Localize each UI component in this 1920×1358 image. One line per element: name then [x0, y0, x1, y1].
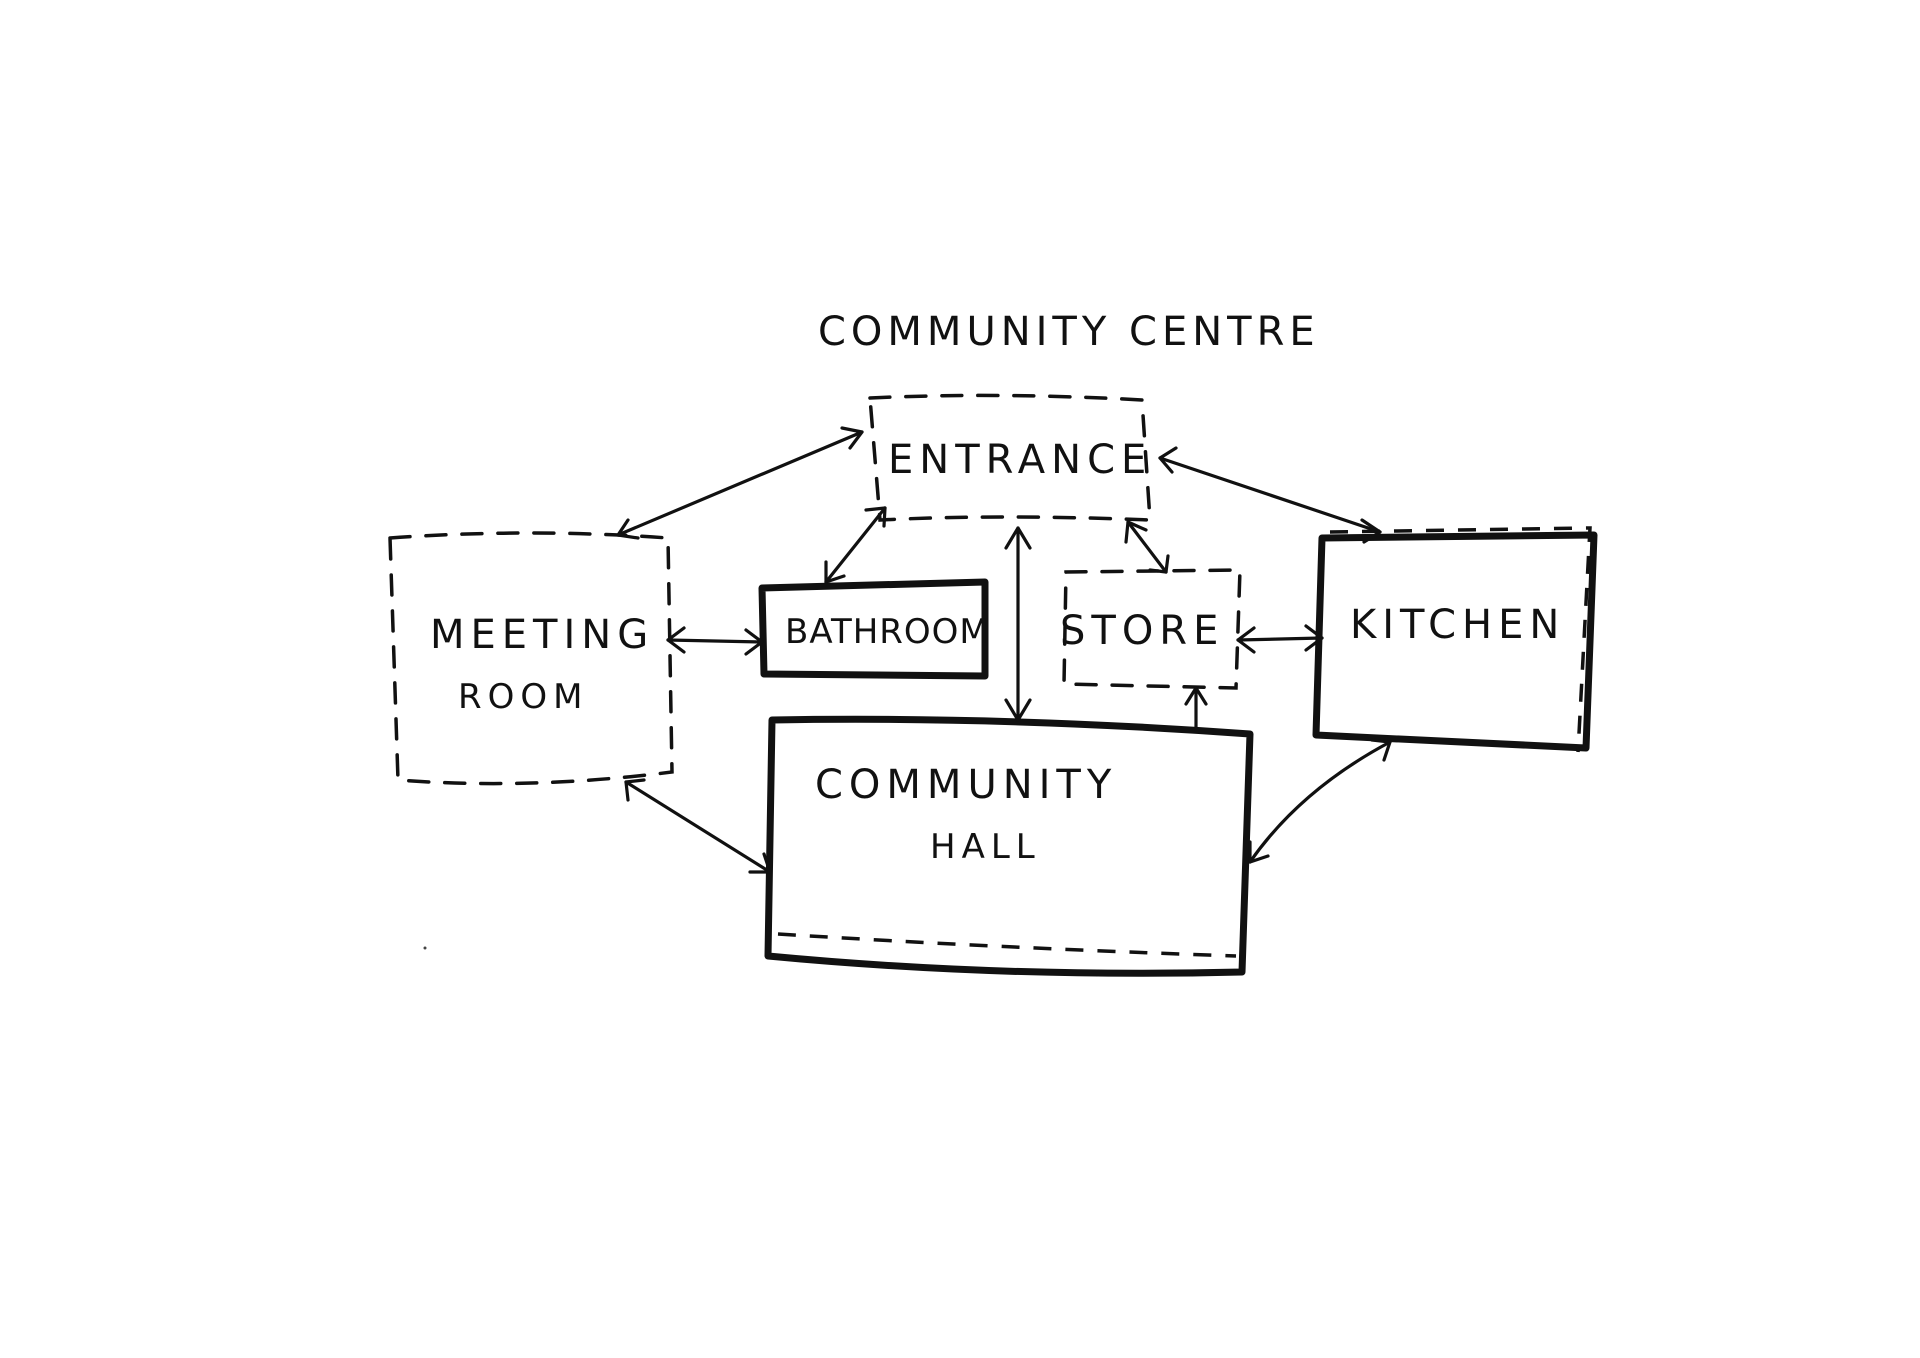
arrowhead	[748, 852, 772, 874]
kitchen-dashed-edge	[1329, 526, 1592, 753]
entrance-label: ENTRANCE	[888, 437, 1152, 483]
arrowhead	[1184, 686, 1208, 706]
arrowhead	[666, 626, 686, 654]
arrowhead	[1360, 518, 1382, 544]
link-meeting-hall	[624, 780, 772, 874]
bathroom-label: BATHROOM	[785, 612, 990, 652]
community-hall-label-line1: COMMUNITY	[815, 762, 1117, 808]
entrance-outline	[868, 393, 1152, 522]
arrowhead	[1124, 520, 1148, 544]
kitchen-label: KITCHEN	[1350, 602, 1565, 648]
link-entrance-store	[1126, 520, 1168, 574]
room-community-hall: COMMUNITY HALL	[764, 715, 1254, 977]
arrowhead	[616, 518, 640, 540]
community-hall-outline	[764, 715, 1254, 977]
arrowhead	[1004, 698, 1032, 722]
link-meeting-bathroom	[666, 638, 764, 644]
link-entrance-kitchen	[1158, 456, 1382, 534]
link-kitchen-hall	[1248, 740, 1392, 864]
kitchen-outline	[1312, 531, 1598, 752]
link-store-kitchen	[1236, 636, 1324, 642]
link-entrance-meeting	[616, 430, 864, 537]
room-kitchen: KITCHEN	[1312, 526, 1598, 753]
meeting-room-label-line1: MEETING	[430, 612, 654, 658]
arrowhead	[840, 426, 864, 450]
arrowhead	[1148, 554, 1170, 574]
meeting-room-label-line2: ROOM	[458, 677, 588, 717]
arrowhead	[824, 560, 846, 584]
diagram-title: COMMUNITY CENTRE	[818, 309, 1320, 355]
arrowhead	[1248, 840, 1270, 864]
link-entrance-bathroom	[824, 506, 887, 584]
arrowhead	[624, 778, 646, 802]
community-hall-dashed-edge	[777, 932, 1237, 958]
arrowhead	[1158, 446, 1178, 474]
store-label: STORE	[1060, 608, 1224, 654]
room-entrance: ENTRANCE	[868, 393, 1152, 522]
pen-dot	[423, 946, 427, 950]
store-outline	[1062, 568, 1242, 690]
arrowhead	[744, 628, 764, 656]
meeting-room-outline	[388, 531, 674, 786]
connectors	[616, 426, 1392, 874]
community-hall-label-line2: HALL	[930, 827, 1041, 867]
room-store: STORE	[1060, 568, 1242, 690]
room-meeting: MEETING ROOM	[388, 531, 674, 786]
arrowhead	[1304, 624, 1324, 652]
arrowhead	[864, 506, 887, 528]
arrowhead	[1004, 526, 1032, 550]
room-bathroom: BATHROOM	[758, 578, 990, 680]
arrowhead	[1236, 626, 1256, 654]
arrowhead	[1370, 738, 1392, 762]
bathroom-outline	[758, 578, 989, 680]
